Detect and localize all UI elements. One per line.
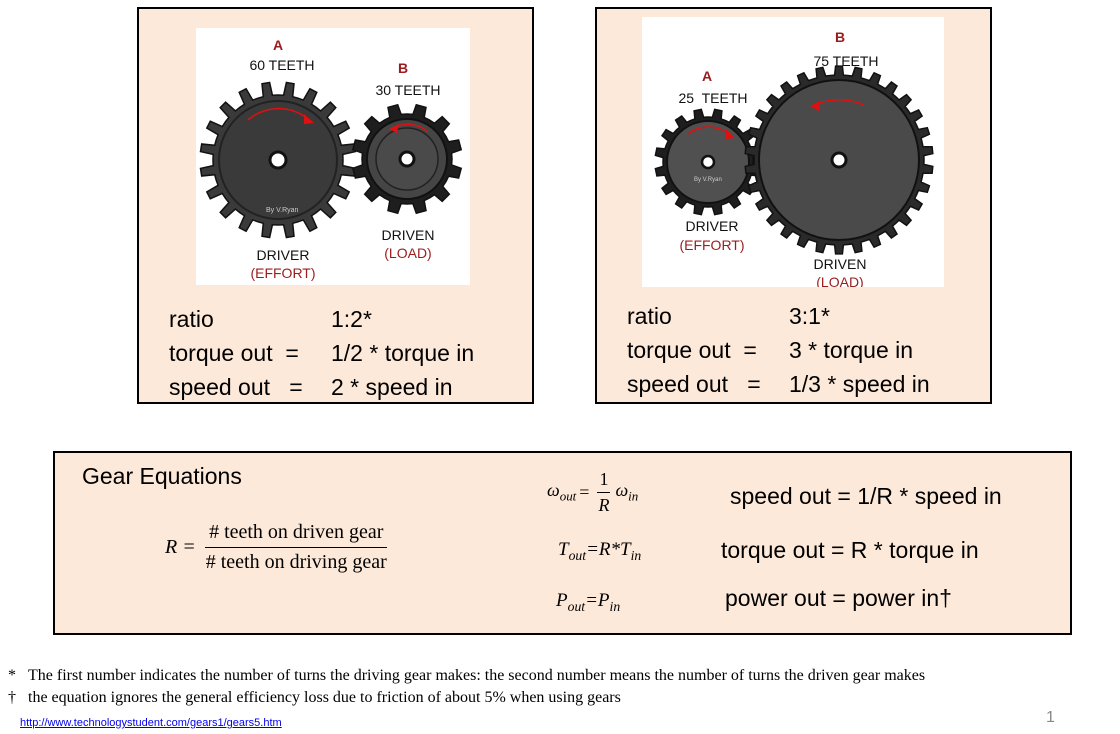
speed-label: speed out =: [169, 374, 303, 400]
footnote-efficiency: † the equation ignores the general effici…: [8, 689, 621, 707]
gear-b-driven: [744, 65, 934, 255]
gear-diagram-25-75: By V.Ryan B 75 TEETH A 25 TEETH DRIVER (…: [642, 17, 944, 290]
left-gear-panel: By V.Ryan A 60 TEETH B 30 TEETH DRIVEN (…: [137, 7, 534, 404]
axle-hole-icon: [700, 154, 716, 170]
speed-formula: ωout = 1 R ωin: [547, 469, 638, 516]
torque-value: 3 * torque in: [789, 337, 914, 363]
omega-fraction: 1 R: [596, 469, 611, 516]
rotation-arrow-icon: [247, 107, 309, 121]
power-formula: Pout=Pin: [556, 590, 621, 614]
footnote-mark: *: [8, 667, 16, 684]
gear-diagram-svg: By V.Ryan A 60 TEETH B 30 TEETH DRIVEN (…: [199, 37, 463, 281]
omega-out: ωout: [547, 480, 577, 504]
ratio-symbol: R =: [165, 536, 196, 558]
gear-diagram-svg: By V.Ryan B 75 TEETH A 25 TEETH DRIVER (…: [654, 29, 934, 290]
footnote-ratio: * The first number indicates the number o…: [8, 667, 925, 685]
ratio-fraction: # teeth on driven gear # teeth on drivin…: [202, 521, 391, 574]
torque-formula: Tout=R*Tin: [558, 539, 642, 563]
gear-a-role-sub: (EFFORT): [250, 265, 315, 281]
gear-a-teeth: 25 TEETH: [679, 90, 748, 106]
gear-a-letter: A: [273, 37, 283, 53]
ratio-numerator: # teeth on driven gear: [205, 521, 388, 548]
gear-a-letter: A: [702, 68, 712, 84]
omega-in: ωin: [615, 480, 639, 504]
equations-title: Gear Equations: [82, 463, 242, 489]
speed-value: 2 * speed in: [331, 374, 453, 400]
gear-a-role-sub: (EFFORT): [679, 237, 744, 253]
gear-b-letter: B: [835, 29, 845, 45]
gear-credit: By V.Ryan: [266, 207, 299, 214]
gear-b-teeth: 30 TEETH: [375, 82, 440, 98]
right-gear-panel: By V.Ryan B 75 TEETH A 25 TEETH DRIVER (…: [595, 7, 992, 404]
ratio-value: 1:2*: [331, 306, 372, 332]
source-link[interactable]: http://www.technologystudent.com/gears1/…: [20, 717, 282, 729]
ratio-label: ratio: [627, 303, 672, 329]
gear-a-driver: By V.Ryan: [654, 108, 762, 216]
gear-b-role-sub: (LOAD): [384, 245, 431, 261]
axle-hole-icon: [830, 151, 848, 169]
gear-credit: By V.Ryan: [694, 177, 722, 183]
speed-value: 1/3 * speed in: [789, 371, 930, 397]
footnote-text: The first number indicates the number of…: [28, 667, 926, 684]
gear-diagram-60-30: By V.Ryan A 60 TEETH B 30 TEETH DRIVEN (…: [196, 28, 470, 285]
gear-b-role-sub: (LOAD): [816, 274, 863, 287]
torque-description: torque out = R * torque in: [721, 537, 979, 563]
ratio-label: ratio: [169, 306, 214, 332]
gear-ratio-formula: R = # teeth on driven gear # teeth on dr…: [165, 521, 391, 574]
gear-b-role: DRIVEN: [382, 227, 435, 243]
footnote-mark: †: [8, 689, 16, 706]
gear-a-role: DRIVER: [257, 247, 310, 263]
torque-label: torque out =: [627, 337, 757, 363]
ratio-denominator: # teeth on driving gear: [205, 551, 387, 573]
omega-denominator: R: [598, 495, 610, 515]
gear-b-teeth: 75 TEETH: [813, 53, 878, 69]
gear-equations-panel: Gear Equations R = # teeth on driven gea…: [53, 451, 1072, 635]
axle-hole-icon: [398, 150, 416, 168]
gear-a-role: DRIVER: [686, 218, 739, 234]
axle-hole-icon: [268, 150, 288, 170]
equals-sign: =: [579, 482, 590, 502]
footnote-text: the equation ignores the general efficie…: [28, 689, 621, 706]
gear-b-letter: B: [398, 60, 408, 76]
speed-label: speed out =: [627, 371, 761, 397]
torque-value: 1/2 * torque in: [331, 340, 475, 366]
gear-a-driver: By V.Ryan: [199, 81, 357, 239]
gear-b-role: DRIVEN: [814, 256, 867, 272]
speed-description: speed out = 1/R * speed in: [730, 483, 1002, 509]
power-description: power out = power in†: [725, 585, 952, 611]
ratio-value: 3:1*: [789, 303, 830, 329]
torque-label: torque out =: [169, 340, 299, 366]
page-number: 1: [1046, 709, 1055, 726]
gear-b-driven: [351, 103, 463, 215]
gear-a-teeth: 60 TEETH: [249, 57, 314, 73]
omega-numerator: 1: [597, 469, 611, 493]
